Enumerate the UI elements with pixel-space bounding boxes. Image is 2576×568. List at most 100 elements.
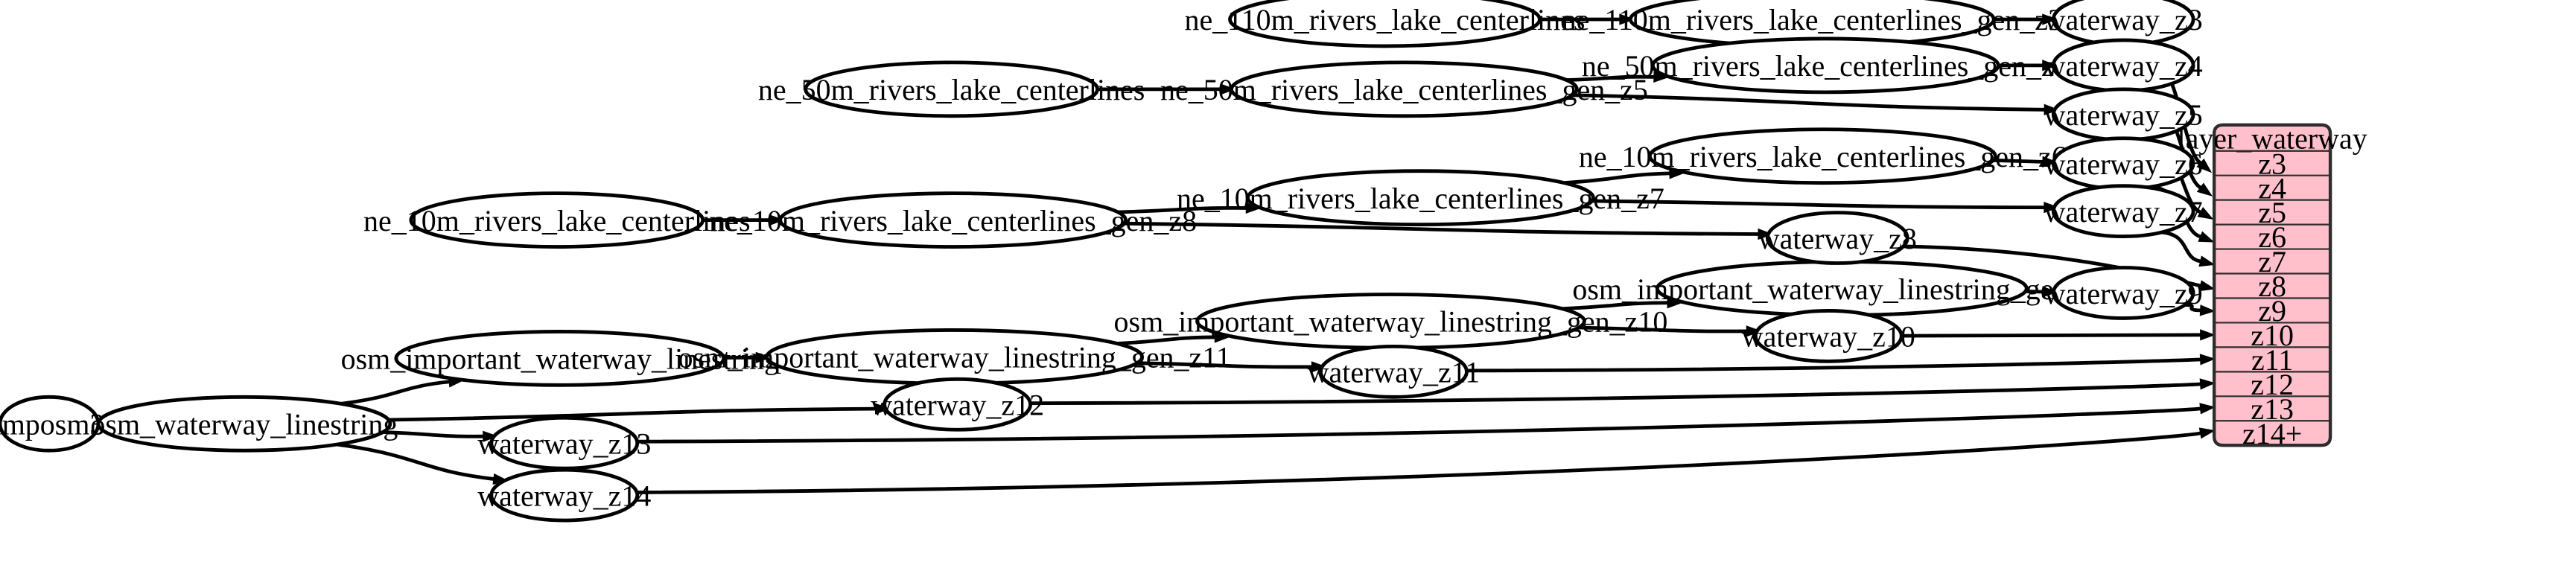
node-waterway_z12[interactable]: waterway_z12 — [871, 377, 1044, 432]
edge-osm_waterway_linestring-to-waterway_z12 — [388, 406, 876, 422]
node-osm_important_waterway_linestring[interactable]: osm_important_waterway_linestring — [341, 330, 779, 387]
node-waterway_z4[interactable]: waterway_z4 — [2044, 38, 2203, 93]
node-ne_10m_rivers_lake_centerlines_gen_z6[interactable]: ne_10m_rivers_lake_centerlines_gen_z6 — [1579, 127, 2067, 185]
node-ne_10m_rivers_lake_centerlines_gen_z7[interactable]: ne_10m_rivers_lake_centerlines_gen_z7 — [1177, 169, 1664, 227]
edge-arrowhead — [1311, 361, 1327, 373]
edge-osm_important_waterway_linestring_gen_z9-to-waterway_z9 — [2025, 290, 2044, 294]
edge-arrowhead — [2198, 255, 2216, 267]
node-shape — [2051, 184, 2195, 238]
layer-table-group: layer_waterwayz3z4z5z6z7z8z9z10z11z12z13… — [2177, 122, 2367, 450]
node-shape — [1647, 127, 1997, 185]
edge-arrowhead — [1746, 325, 1762, 337]
node-label: osm_important_waterway_linestring — [341, 342, 779, 376]
edge-osm_important_waterway_linestring_gen_z10-to-waterway_z10 — [1578, 325, 1747, 334]
node-shape — [1228, 0, 1542, 48]
node-label: ne_110m_rivers_lake_centerlines — [1184, 3, 1585, 36]
node-waterway_z3[interactable]: waterway_z3 — [2044, 0, 2203, 47]
edge-arrowhead — [1220, 83, 1236, 95]
edge-arrowhead — [2199, 304, 2216, 316]
edge-arrowhead — [2199, 378, 2216, 390]
node-ne_50m_rivers_lake_centerlines_gen_z5[interactable]: ne_50m_rivers_lake_centerlines_gen_z5 — [1160, 60, 1648, 118]
node-ne_10m_rivers_lake_centerlines[interactable]: ne_10m_rivers_lake_centerlines — [363, 191, 751, 249]
edge-arrowhead — [755, 351, 772, 363]
edge-ne_10m_rivers_lake_centerlines_gen_z8-to-waterway_z8 — [1124, 221, 1759, 236]
node-waterway_z11[interactable]: waterway_z11 — [1308, 344, 1481, 399]
edge-waterway_z7-to-layer_waterway-z7 — [2161, 230, 2201, 264]
node-label: waterway_z11 — [1308, 356, 1481, 389]
node-shape — [778, 191, 1128, 249]
node-shape — [394, 330, 726, 387]
node-waterway_z9[interactable]: waterway_z9 — [2044, 266, 2203, 320]
node-label: waterway_z8 — [1758, 222, 1917, 255]
node-label: waterway_z14 — [477, 479, 651, 512]
node-waterway_z7[interactable]: waterway_z7 — [2044, 184, 2203, 238]
node-shape — [1230, 60, 1579, 118]
node-osm_important_waterway_linestring_gen_z10[interactable]: osm_important_waterway_linestring_gen_z1… — [1114, 293, 1668, 350]
edge-arrowhead — [874, 403, 891, 415]
node-waterway_z14[interactable]: waterway_z14 — [477, 468, 651, 523]
layer-table-outline — [2212, 123, 2332, 447]
edge-ne_10m_rivers_lake_centerlines_gen_z8-to-ne_10m_rivers_lake_centerlines_gen_z7 — [1118, 205, 1247, 214]
node-shape — [409, 191, 705, 249]
node-label: waterway_z7 — [2044, 195, 2203, 229]
node-osm_waterway_linestring[interactable]: osm_waterway_linestring — [90, 395, 398, 453]
edge-osm_waterway_linestring-to-osm_important_waterway_linestring — [340, 380, 450, 406]
node-shape — [96, 395, 392, 453]
node-ne_10m_rivers_lake_centerlines_gen_z8[interactable]: ne_10m_rivers_lake_centerlines_gen_z8 — [709, 191, 1197, 249]
edge-arrowhead — [1758, 228, 1774, 240]
edge-osm_important_waterway_linestring_gen_z11-to-waterway_z11 — [1136, 361, 1312, 369]
edge-ne_10m_rivers_lake_centerlines_gen_z6-to-waterway_z6 — [1993, 158, 2044, 164]
node-imposm3[interactable]: imposm3 — [0, 395, 104, 453]
node-label: ne_10m_rivers_lake_centerlines_gen_z7 — [1177, 182, 1664, 215]
edge-arrowhead — [2042, 13, 2058, 25]
node-ne_110m_rivers_lake_centerlines[interactable]: ne_110m_rivers_lake_centerlines — [1184, 0, 1585, 48]
layer-waterway-table: layer_waterwayz3z4z5z6z7z8z9z10z11z12z13… — [2177, 122, 2367, 450]
node-label: waterway_z12 — [871, 389, 1044, 422]
node-label: ne_110m_rivers_lake_centerlines_gen_z3 — [1562, 3, 2063, 36]
edge-waterway_z11-to-layer_waterway-z11 — [1466, 357, 2201, 373]
node-label: ne_10m_rivers_lake_centerlines — [363, 204, 750, 237]
node-label: ne_10m_rivers_lake_centerlines_gen_z8 — [709, 204, 1197, 237]
node-ne_50m_rivers_lake_centerlines_gen_z4[interactable]: ne_50m_rivers_lake_centerlines_gen_z4 — [1582, 36, 2070, 95]
node-waterway_z13[interactable]: waterway_z13 — [477, 415, 651, 470]
edge-arrowhead — [483, 430, 499, 442]
edge-osm_waterway_linestring-to-waterway_z13 — [382, 430, 484, 438]
edge-arrowhead — [2197, 207, 2214, 220]
node-waterway_z8[interactable]: waterway_z8 — [1758, 211, 1917, 265]
node-label: osm_important_waterway_linestring_gen_z1… — [1114, 305, 1668, 339]
node-label: waterway_z9 — [2044, 277, 2203, 310]
node-shape — [489, 468, 640, 523]
node-label: ne_50m_rivers_lake_centerlines — [758, 73, 1145, 106]
edge-arrowhead — [2198, 280, 2216, 292]
edge-arrowhead — [2198, 231, 2215, 243]
edge-waterway_z14-to-layer_waterway-z14+ — [637, 431, 2201, 494]
node-ne_50m_rivers_lake_centerlines[interactable]: ne_50m_rivers_lake_centerlines — [758, 60, 1145, 118]
edge-arrowhead — [2198, 427, 2216, 439]
edge-waterway_z10-to-layer_waterway-z10 — [1901, 333, 2201, 338]
layer-table-header: layer_waterway — [2177, 122, 2367, 156]
edge-waterway_z9-to-layer_waterway-z9 — [2185, 303, 2201, 313]
edge-arrowhead — [2196, 158, 2213, 173]
node-label: ne_10m_rivers_lake_centerlines_gen_z6 — [1579, 140, 2067, 173]
node-label: waterway_z5 — [2044, 98, 2203, 132]
edge-arrowhead — [2200, 329, 2216, 341]
node-waterway_z5[interactable]: waterway_z5 — [2044, 87, 2203, 142]
edge-arrowhead — [2042, 60, 2058, 71]
node-label: waterway_z10 — [1742, 320, 1915, 354]
edge-arrowhead — [769, 214, 785, 226]
node-osm_important_waterway_linestring_gen_z11[interactable]: osm_important_waterway_linestring_gen_z1… — [678, 328, 1231, 386]
edge-arrowhead — [2044, 103, 2060, 115]
edge-ne_10m_rivers_lake_centerlines_gen_z7-to-waterway_z7 — [1591, 199, 2045, 210]
edge-arrowhead — [2196, 182, 2213, 197]
node-label: ne_50m_rivers_lake_centerlines_gen_z5 — [1160, 73, 1648, 106]
layer-table-row-z14+[interactable]: z14+ — [2242, 417, 2302, 450]
node-label: waterway_z3 — [2044, 3, 2203, 36]
node-waterway_z10[interactable]: waterway_z10 — [1742, 309, 1915, 363]
node-label: waterway_z6 — [2044, 147, 2203, 181]
node-shape — [804, 60, 1099, 118]
node-shape — [2051, 266, 2195, 320]
node-label: osm_important_waterway_linestring_gen_z9 — [1572, 272, 2111, 306]
